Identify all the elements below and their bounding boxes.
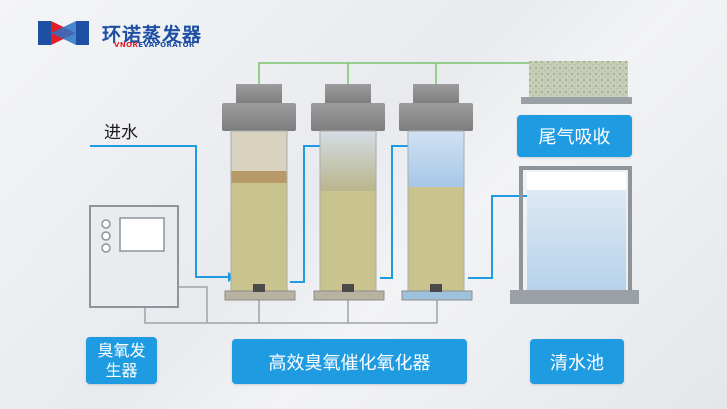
tail-gas-label: 尾气吸收 <box>517 115 632 157</box>
ozone-generator-unit <box>89 205 179 308</box>
ozone-generator-label-line1: 臭氧发 <box>97 340 146 360</box>
clean-water-label: 清水池 <box>530 339 624 384</box>
brand-logo-icon <box>38 21 89 45</box>
brand-subtitle-suffix: EVAPORATOR <box>138 41 195 49</box>
ozone-generator-label-line2: 生器 <box>105 360 138 380</box>
reactor-column-1 <box>222 84 296 301</box>
clean-water-label-text: 清水池 <box>550 352 604 374</box>
catalytic-oxidizer-label: 高效臭氧催化氧化器 <box>232 339 467 384</box>
brand-subtitle-prefix: VNOR <box>114 41 139 49</box>
tail-gas-absorber <box>521 61 632 104</box>
catalytic-oxidizer-label-text: 高效臭氧催化氧化器 <box>268 352 431 374</box>
brand-subtitle: VNOREVAPORATOR <box>114 41 195 49</box>
water-inlet-label: 进水 <box>104 123 138 143</box>
gas-pipe-network <box>258 62 529 86</box>
tail-gas-label-text: 尾气吸收 <box>538 127 611 148</box>
brand-name: 环诺蒸发器 <box>102 24 203 46</box>
reactor-column-2 <box>311 84 385 301</box>
ozone-pipe-network <box>144 286 438 324</box>
ozone-generator-label: 臭氧发 生器 <box>86 337 157 384</box>
reactor-column-3 <box>399 84 473 301</box>
clean-water-tank <box>510 166 639 304</box>
water-pipe-network <box>90 145 530 283</box>
